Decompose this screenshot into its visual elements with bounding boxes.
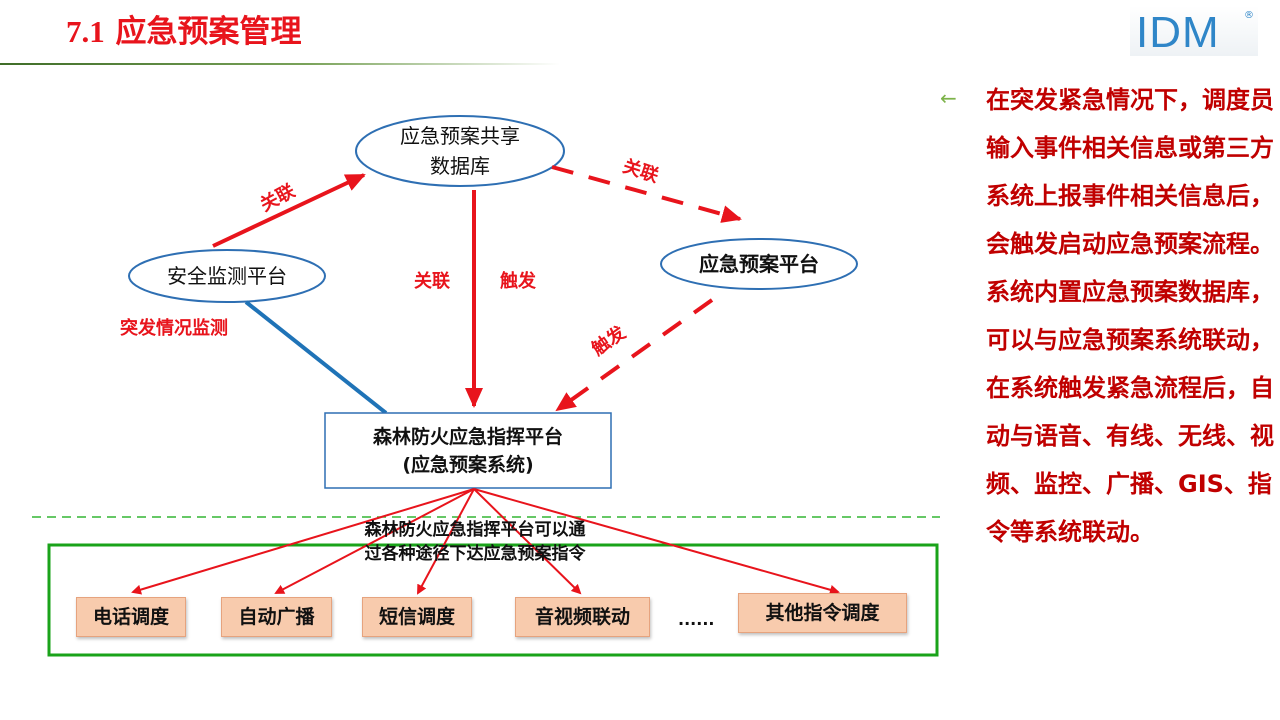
channel-other-dispatch: 其他指令调度 [738,593,907,633]
edge-db-to-plan [551,165,742,223]
command-node: 森林防火应急指挥平台 (应急预案系统) [325,423,611,479]
plan-platform-node-shape [660,238,858,290]
channel-auto-broadcast: 自动广播 [221,597,332,637]
fan-arrow-other [473,488,840,595]
monitor-node: 安全监测平台 [167,264,287,288]
title-underline [0,63,560,65]
arrow-left-icon: ← [940,86,957,110]
channel-av-linkage: 音视频联动 [515,597,650,637]
idm-logo: IDM [1136,8,1220,57]
more-channels-ellipsis: ...... [678,610,715,629]
plan-platform-node: 应急预案平台 [699,252,819,276]
database-node-shape [355,115,565,187]
edge-monitor-to-command [244,300,388,415]
command-node-line2: (应急预案系统) [402,454,534,476]
fan-arrow-broadcast [274,488,475,594]
command-node-shape [324,412,612,489]
dispatch-note-line1: 森林防火应急指挥平台可以通 [364,520,586,540]
label-incident-monitoring: 突发情况监测 [120,318,228,339]
database-node: 应急预案共享 数据库 [360,121,560,181]
channels-frame [47,543,939,657]
database-node-line1: 应急预案共享 [400,124,520,148]
database-node-line2: 数据库 [430,154,490,178]
monitor-node-shape [128,249,326,303]
dispatch-note-line2: 过各种途径下达应急预案指令 [364,544,586,564]
logo-background [1130,6,1258,56]
channel-sms-dispatch: 短信调度 [362,597,472,637]
edge-monitor-to-db [212,173,366,248]
registered-mark: ® [1244,10,1254,21]
section-number: 7.1 [66,14,105,49]
page-title: 7.1 应急预案管理 [66,6,302,51]
edge-plan-to-command [555,298,714,412]
fan-arrow-sms [417,488,475,595]
command-node-line1: 森林防火应急指挥平台 [372,426,563,448]
label-db-command-trigger: 触发 [500,271,536,292]
fan-arrow-av [473,488,582,595]
dispatch-note: 森林防火应急指挥平台可以通 过各种途径下达应急预案指令 [320,518,630,566]
channel-phone-dispatch: 电话调度 [76,597,186,637]
title-text: 应急预案管理 [115,14,302,50]
description-text: 在突发紧急情况下，调度员输入事件相关信息或第三方系统上报事件相关信息后，会触发启… [986,86,1274,546]
fan-arrow-phone [131,488,475,595]
label-db-command-assoc: 关联 [414,271,450,292]
